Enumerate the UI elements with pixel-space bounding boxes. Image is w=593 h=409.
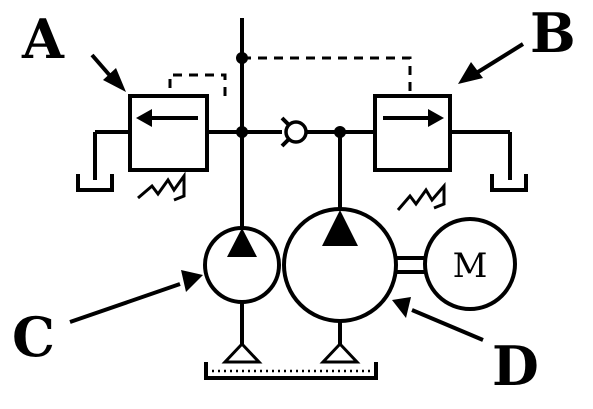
label-d: D: [492, 334, 539, 398]
suction-strainer-d-icon: [319, 341, 361, 364]
leader-arrow-a: [90, 53, 126, 92]
spring-icon-a: [137, 171, 186, 202]
pilot-line-b: [242, 56, 412, 96]
leader-arrow-b: [458, 42, 525, 84]
label-a: A: [21, 7, 65, 71]
electric-motor: M: [423, 217, 517, 311]
leader-arrow-d: [392, 297, 484, 342]
tank-reservoir: [204, 362, 378, 380]
relief-valve-a: [76, 94, 209, 202]
pump-d: [282, 207, 398, 364]
leader-arrow-c: [69, 270, 203, 324]
relief-valve-b: [373, 94, 528, 211]
label-c: C: [12, 305, 55, 369]
pump-d-arrow-icon: [322, 210, 358, 246]
suction-strainer-c-icon: [221, 341, 263, 364]
spring-icon-b: [396, 181, 446, 211]
check-valve-icon: [280, 116, 308, 148]
pump-c: [203, 226, 281, 364]
pump-c-arrow-icon: [227, 228, 257, 257]
pilot-line-a: [168, 73, 227, 96]
motor-label: M: [453, 246, 488, 286]
label-b: B: [530, 1, 576, 65]
